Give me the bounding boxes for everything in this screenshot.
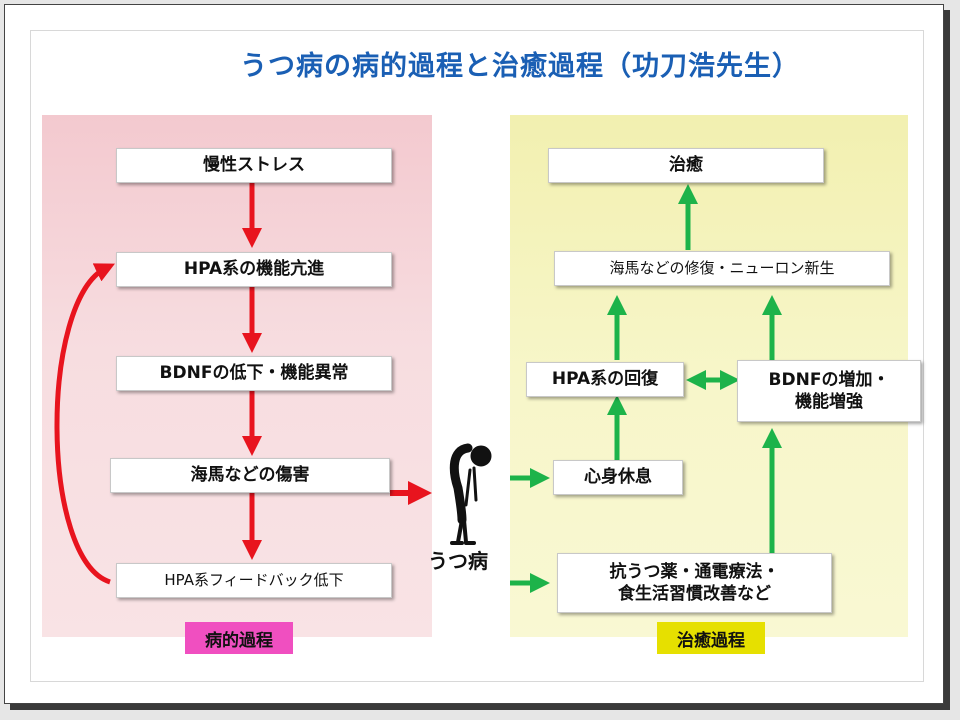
arrow-feedback-loop	[54, 263, 115, 585]
rest-box: 心身休息	[553, 460, 683, 495]
healing-process-tag: 治癒過程	[657, 622, 765, 654]
hpa-feedback-decrease-box: HPA系フィードバック低下	[116, 563, 392, 598]
pathological-process-tag: 病的過程	[185, 622, 293, 654]
hippocampus-damage-box: 海馬などの傷害	[110, 458, 390, 493]
depressed-person-icon	[449, 443, 492, 545]
bdnf-increase-line2: 機能増強	[795, 392, 863, 412]
hpa-hyperfunction-box: HPA系の機能亢進	[116, 252, 392, 287]
bdnf-increase-box: BDNFの増加・ 機能増強	[737, 360, 921, 422]
treatment-line1: 抗うつ薬・通電療法・	[609, 561, 780, 582]
hpa-recovery-box: HPA系の回復	[526, 362, 684, 397]
bdnf-decrease-box: BDNFの低下・機能異常	[116, 356, 392, 391]
bdnf-increase-line1: BDNFの増加・	[768, 369, 890, 390]
slide-title: うつ病の病的過程と治癒過程（功刀浩先生）	[240, 51, 800, 82]
hippocampus-repair-box: 海馬などの修復・ニューロン新生	[554, 251, 890, 286]
chronic-stress-box: 慢性ストレス	[116, 148, 392, 183]
depression-label: うつ病	[428, 549, 488, 573]
treatment-box: 抗うつ薬・通電療法・ 食生活習慣改善など	[557, 553, 832, 613]
treatment-line2: 食生活習慣改善など	[618, 584, 771, 604]
healing-box: 治癒	[548, 148, 824, 183]
